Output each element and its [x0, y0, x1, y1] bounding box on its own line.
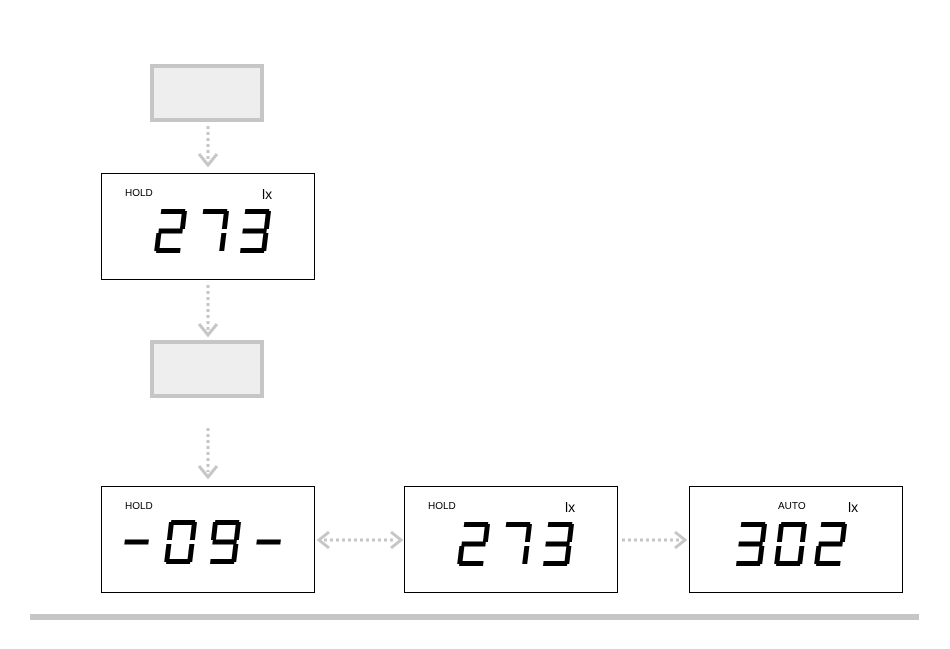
lcd-segment-f: [167, 522, 174, 540]
lcd-segment-d: [543, 561, 568, 566]
lcd-segment-g: [818, 542, 843, 547]
lcd-display-4: AUTO lx: [689, 486, 903, 593]
key-middle: [150, 340, 264, 398]
lcd-segment-d: [816, 561, 841, 566]
lcd-segment-d: [736, 561, 761, 566]
lcd-segment-a: [215, 520, 240, 525]
lcd-display-1: HOLD lx: [101, 173, 315, 280]
lcd-segment-d: [210, 559, 235, 564]
arrow-lcd-1-to-key-middle: [199, 285, 217, 335]
lcd-segment-a: [741, 522, 766, 527]
lcd-display-2: HOLD: [101, 486, 315, 593]
lcd-segment-g: [158, 229, 183, 234]
lcd-segment-g: [256, 540, 281, 545]
lcd-segment-a: [548, 522, 573, 527]
lcd-segment-a: [203, 209, 228, 214]
lcd-segment-a: [506, 522, 531, 527]
lcd-reading: [102, 487, 316, 594]
lcd-segment-d: [776, 561, 801, 566]
lcd-segment-c: [219, 233, 226, 251]
arrow-lcd-2-to-lcd-3-bidirectional: [319, 532, 401, 548]
lcd-reading: [405, 487, 619, 594]
lcd-segment-g: [738, 542, 763, 547]
lcd-segment-d: [459, 561, 484, 566]
lcd-reading: [102, 174, 316, 281]
arrow-key-middle-to-lcd-2: [199, 428, 217, 477]
lcd-segment-d: [156, 248, 181, 253]
lcd-segment-d: [240, 248, 265, 253]
lcd-segment-a: [821, 522, 846, 527]
lcd-display-3: HOLD lx: [404, 486, 618, 593]
lcd-segment-a: [781, 522, 806, 527]
lcd-segment-d: [166, 559, 191, 564]
arrow-lcd-3-to-lcd-4: [622, 532, 685, 548]
bottom-rule: [30, 614, 919, 620]
lcd-segment-a: [161, 209, 186, 214]
lcd-segment-g: [212, 540, 237, 545]
lcd-segment-g: [242, 229, 267, 234]
lcd-segment-c: [522, 546, 529, 564]
lcd-reading: [690, 487, 904, 594]
key-top: [150, 64, 264, 122]
arrow-key-top-to-lcd-1: [199, 126, 217, 165]
lcd-segment-f: [777, 524, 784, 542]
lcd-segment-g: [124, 540, 149, 545]
lcd-segment-a: [171, 520, 196, 525]
lcd-segment-a: [245, 209, 270, 214]
lcd-segment-a: [464, 522, 489, 527]
lcd-segment-g: [545, 542, 570, 547]
lcd-segment-f: [211, 522, 218, 540]
lcd-segment-g: [461, 542, 486, 547]
